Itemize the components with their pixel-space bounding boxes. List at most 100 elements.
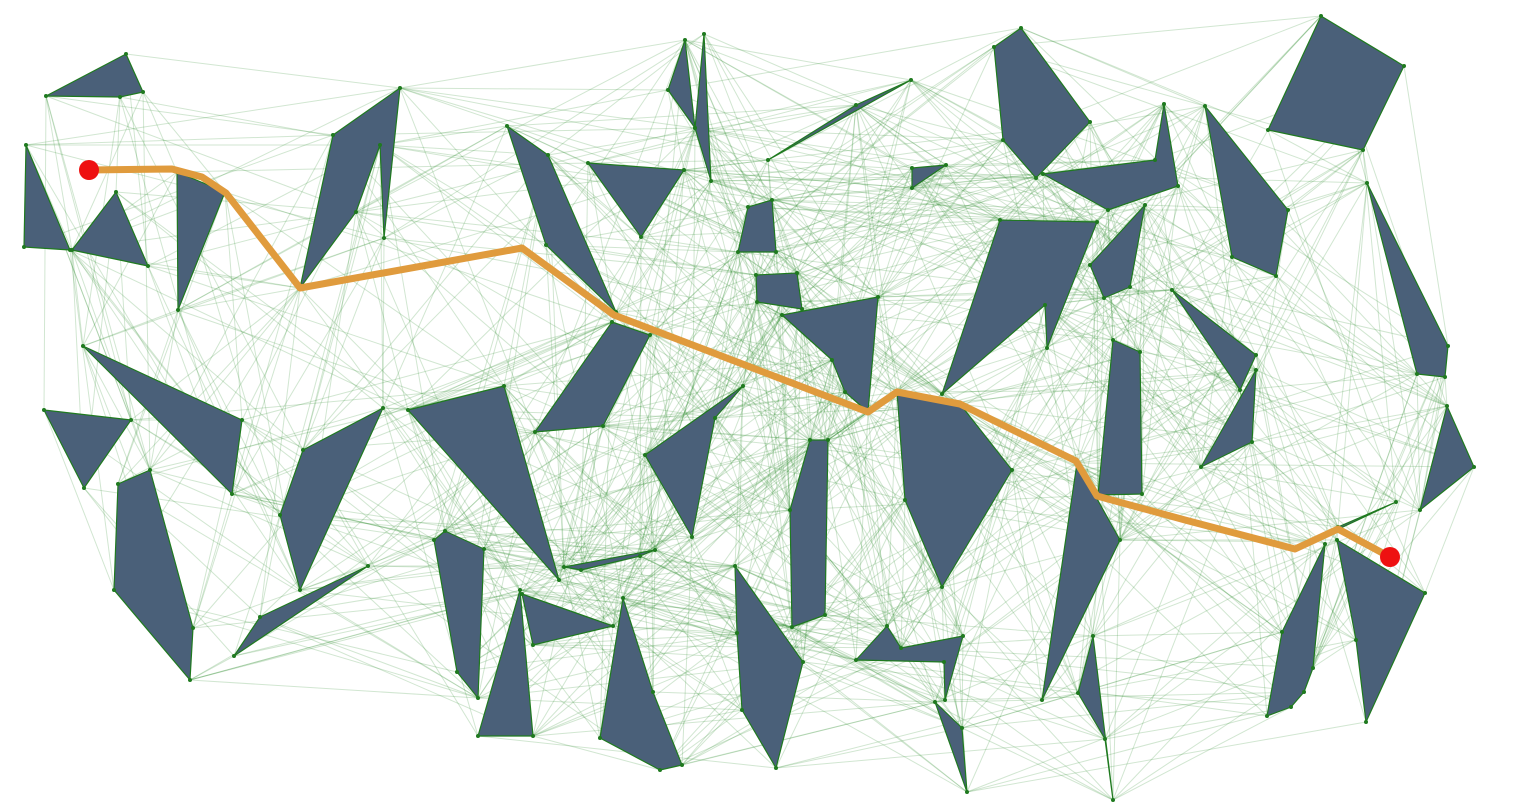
visibility-edge — [737, 27, 1022, 253]
visibility-edge — [855, 351, 1141, 661]
visibility-edge — [125, 53, 401, 89]
graph-vertex — [1045, 346, 1049, 350]
visibility-edge — [622, 251, 739, 599]
obstacle-polygon — [1077, 635, 1114, 801]
visibility-edge — [1139, 204, 1146, 353]
graph-vertex — [562, 565, 566, 569]
visibility-edge — [71, 249, 281, 516]
visibility-edge — [1112, 441, 1253, 801]
graph-vertex — [148, 468, 152, 472]
visibility-edge — [771, 199, 1098, 223]
visibility-edge — [742, 314, 783, 387]
visibility-edge — [1255, 149, 1364, 356]
visibility-edge — [558, 509, 791, 581]
visibility-edge — [1336, 182, 1368, 541]
visibility-edge — [615, 311, 888, 627]
visibility-edge — [781, 167, 913, 316]
visibility-edge — [519, 565, 736, 591]
visibility-edge — [644, 454, 656, 551]
visibility-edge — [639, 439, 829, 557]
graph-vertex — [455, 670, 459, 674]
graph-vertex — [795, 271, 799, 275]
visibility-edge — [1163, 103, 1448, 407]
goal-point[interactable] — [1380, 547, 1400, 567]
visibility-edge — [1251, 376, 1446, 443]
visibility-edge — [192, 287, 301, 629]
visibility-edge — [737, 219, 1001, 253]
visibility-edge — [683, 169, 744, 387]
obstacle-polygon — [23, 144, 71, 251]
graph-vertex — [790, 625, 794, 629]
start-point[interactable] — [79, 160, 99, 180]
visibility-edge — [82, 345, 151, 471]
visibility-edge — [379, 144, 749, 208]
graph-vertex — [586, 161, 590, 165]
visibility-edge — [622, 439, 811, 599]
visibility-edge — [941, 393, 1283, 633]
visibility-edge — [612, 439, 811, 627]
visibility-edge — [681, 699, 946, 766]
visibility-edge — [694, 127, 879, 298]
visibility-edge — [683, 169, 1098, 223]
visibility-edge — [1275, 275, 1448, 407]
graph-vertex — [780, 313, 784, 317]
visibility-edge — [558, 579, 738, 634]
visibility-edge — [189, 579, 560, 681]
visibility-edge — [742, 385, 791, 511]
graph-vertex — [354, 210, 358, 214]
visibility-edge — [379, 89, 669, 146]
visibility-edge — [681, 499, 906, 766]
visibility-edge — [667, 27, 1022, 91]
visibility-edge — [259, 566, 565, 618]
visibility-edge — [755, 187, 913, 276]
graph-vertex — [1019, 26, 1023, 30]
visibility-edge — [1089, 264, 1449, 347]
visibility-edge — [877, 139, 1004, 298]
visibility-edge — [1239, 373, 1418, 391]
graph-vertex — [823, 613, 827, 617]
visibility-edge — [737, 173, 1044, 253]
graph-vertex — [533, 430, 537, 434]
graph-vertex — [1266, 128, 1270, 132]
visibility-edge — [844, 391, 888, 627]
graph-vertex — [476, 696, 480, 700]
graph-vertex — [1140, 492, 1144, 496]
obstacle-polygon — [233, 565, 369, 657]
obstacle-polygon — [587, 162, 685, 238]
graph-vertex — [382, 236, 386, 240]
visibility-edge — [771, 27, 1022, 201]
graph-vertex — [1319, 14, 1323, 18]
visibility-edge — [1362, 149, 1397, 503]
visibility-edge — [602, 425, 826, 616]
visibility-edge — [563, 566, 777, 769]
graph-vertex — [1091, 634, 1095, 638]
graph-vertex — [1162, 102, 1166, 106]
graph-vertex — [544, 243, 548, 247]
visibility-edge — [639, 454, 646, 557]
visibility-edge — [192, 493, 233, 629]
visibility-edge — [1097, 297, 1105, 496]
visibility-edge — [710, 177, 1037, 182]
graph-vertex — [1230, 255, 1234, 259]
visibility-edge — [259, 514, 281, 618]
graph-vertex — [240, 418, 244, 422]
visibility-edge — [781, 314, 943, 588]
visibility-edge — [756, 177, 1037, 303]
visibility-edge — [900, 647, 1305, 693]
graph-vertex — [666, 88, 670, 92]
visibility-edge — [1041, 441, 1253, 701]
graph-vertex — [112, 588, 116, 592]
obstacle-polygon — [1041, 462, 1121, 701]
visibility-edge — [710, 139, 1004, 182]
visibility-edge — [694, 127, 913, 169]
visibility-edge — [649, 334, 654, 693]
visibility-edge — [1424, 466, 1475, 594]
graph-vertex — [331, 133, 335, 137]
visibility-edge — [644, 39, 686, 456]
visibility-edge — [379, 144, 547, 246]
visibility-edge — [558, 579, 743, 711]
visibility-edge — [117, 191, 226, 485]
visibility-edge — [332, 134, 604, 427]
visibility-edge — [1002, 139, 1105, 299]
visibility-edge — [747, 46, 995, 208]
